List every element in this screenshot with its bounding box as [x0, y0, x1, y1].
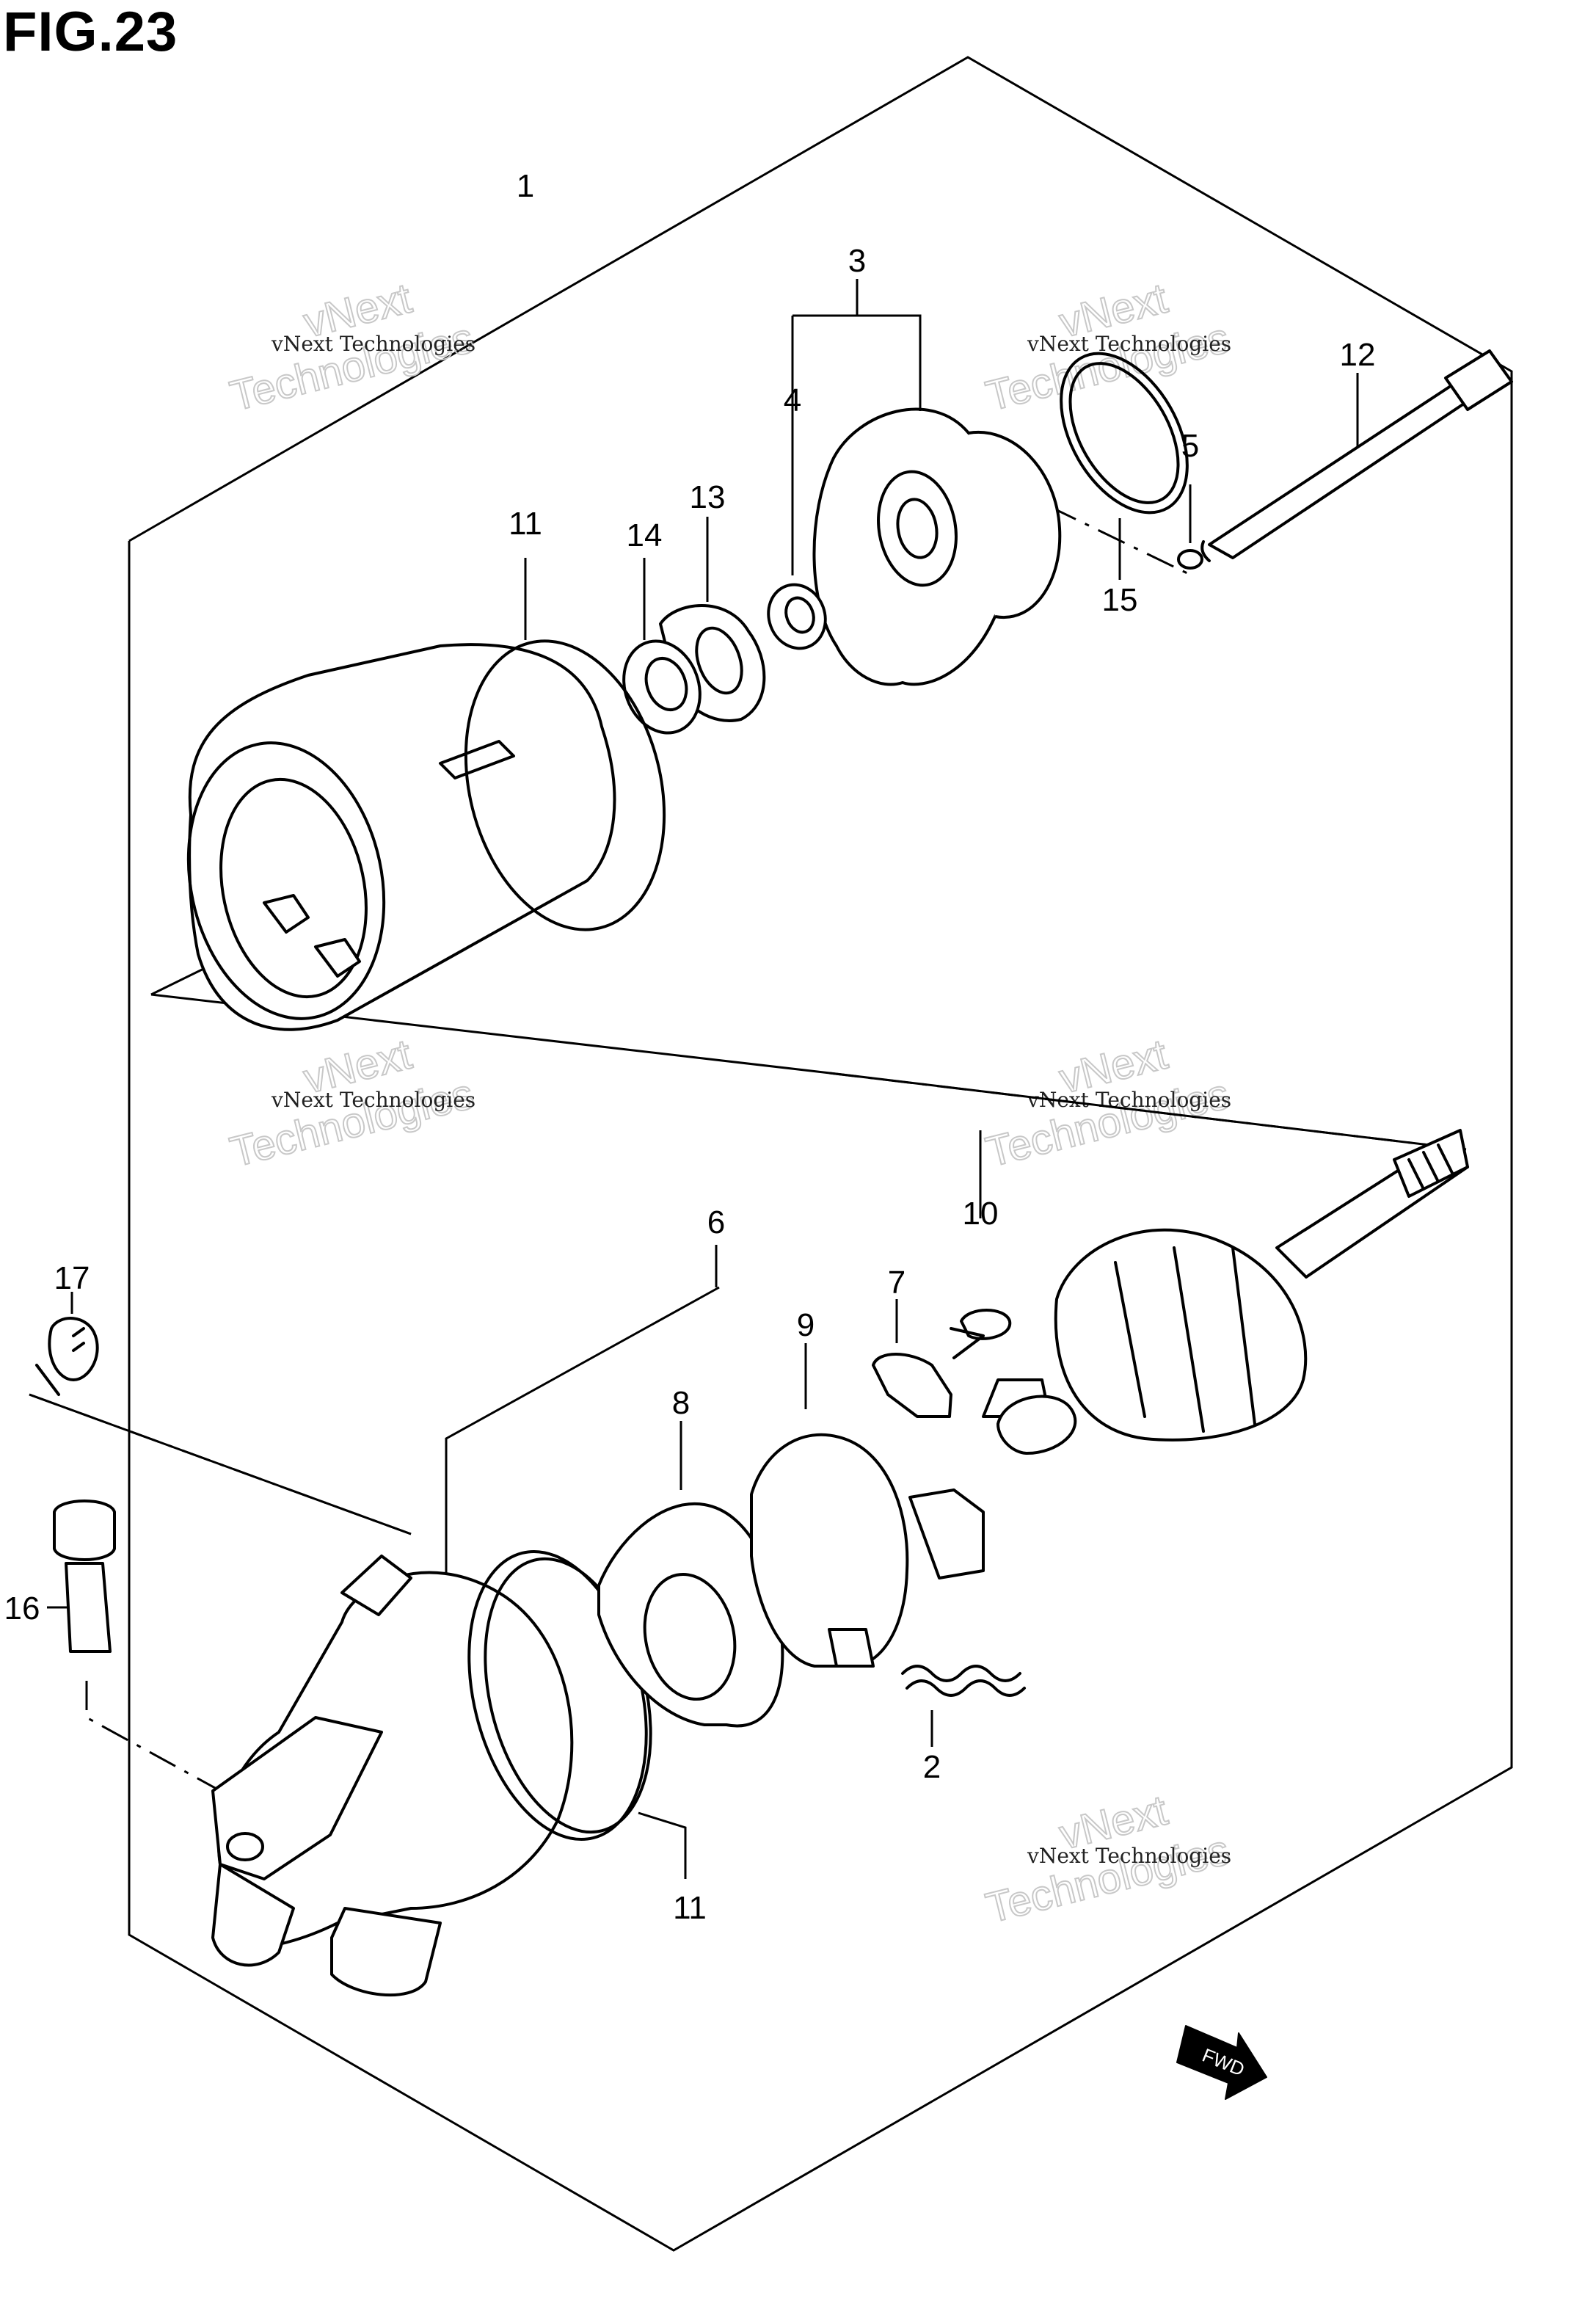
watermark-6: vNext Technologies vNext Technologies: [980, 1786, 1234, 1933]
part-bearing-4: [767, 583, 827, 650]
callout-11-bottom: 11: [673, 1890, 707, 1926]
figure-title: FIG.23: [3, 1, 178, 63]
callout-9: 9: [797, 1307, 815, 1343]
callout-8: 8: [672, 1385, 690, 1421]
callout-13: 13: [690, 479, 726, 515]
callout-5: 5: [1181, 428, 1199, 464]
part-end-cover: [791, 279, 1062, 686]
part-washer-5: [1177, 484, 1203, 570]
callout-1: 1: [517, 168, 534, 204]
part-brush-7: [872, 1299, 952, 1418]
part-o-ring-15: [1049, 352, 1189, 580]
part-bolt-16: [47, 1499, 240, 1803]
callout-4: 4: [784, 382, 801, 418]
callout-17: 17: [54, 1260, 90, 1296]
part-drive-housing: [211, 1549, 687, 1997]
callout-15: 15: [1102, 582, 1138, 618]
watermark-1: vNext Technologies vNext Technologies: [225, 274, 478, 421]
watermark-small: vNext Technologies: [271, 332, 475, 356]
watermark-3: vNext Technologies vNext Technologies: [225, 1030, 478, 1177]
part-6-bracket: [445, 1130, 982, 1588]
part-armature: [982, 1129, 1469, 1455]
part-through-bolt: [1200, 349, 1513, 562]
callout-7: 7: [888, 1265, 906, 1301]
callout-6: 6: [707, 1204, 725, 1240]
part-bolt-17: [35, 1292, 99, 1396]
dash-part-17: [29, 1393, 412, 1535]
callout-11-top: 11: [509, 506, 542, 542]
watermark-small: vNext Technologies: [1027, 332, 1231, 356]
callout-3: 3: [848, 243, 866, 279]
part-yoke-housing: [186, 558, 666, 1031]
callout-14: 14: [627, 517, 663, 553]
callout-labels: 1 2 3 4 5 6 7 8 9 10 11 11 12 13 14 15 1…: [4, 168, 1376, 1926]
part-brush-holder-9: [750, 1343, 985, 1668]
watermark-4: vNext Technologies vNext Technologies: [980, 1030, 1234, 1177]
watermark-small: vNext Technologies: [1027, 1844, 1231, 1868]
watermark-small: vNext Technologies: [271, 1088, 475, 1112]
part-washer-14: [622, 558, 702, 735]
part-spring-2: [901, 1665, 1026, 1747]
callout-12: 12: [1340, 337, 1376, 373]
part-screw-10: [950, 1309, 1012, 1359]
callout-16: 16: [4, 1591, 40, 1626]
assembly-outline: [128, 56, 1513, 2252]
watermark-2: vNext Technologies vNext Technologies: [980, 274, 1234, 421]
callout-2: 2: [923, 1749, 941, 1785]
callout-10: 10: [963, 1196, 999, 1232]
direction-badge-fwd: FWD: [1176, 2025, 1267, 2100]
